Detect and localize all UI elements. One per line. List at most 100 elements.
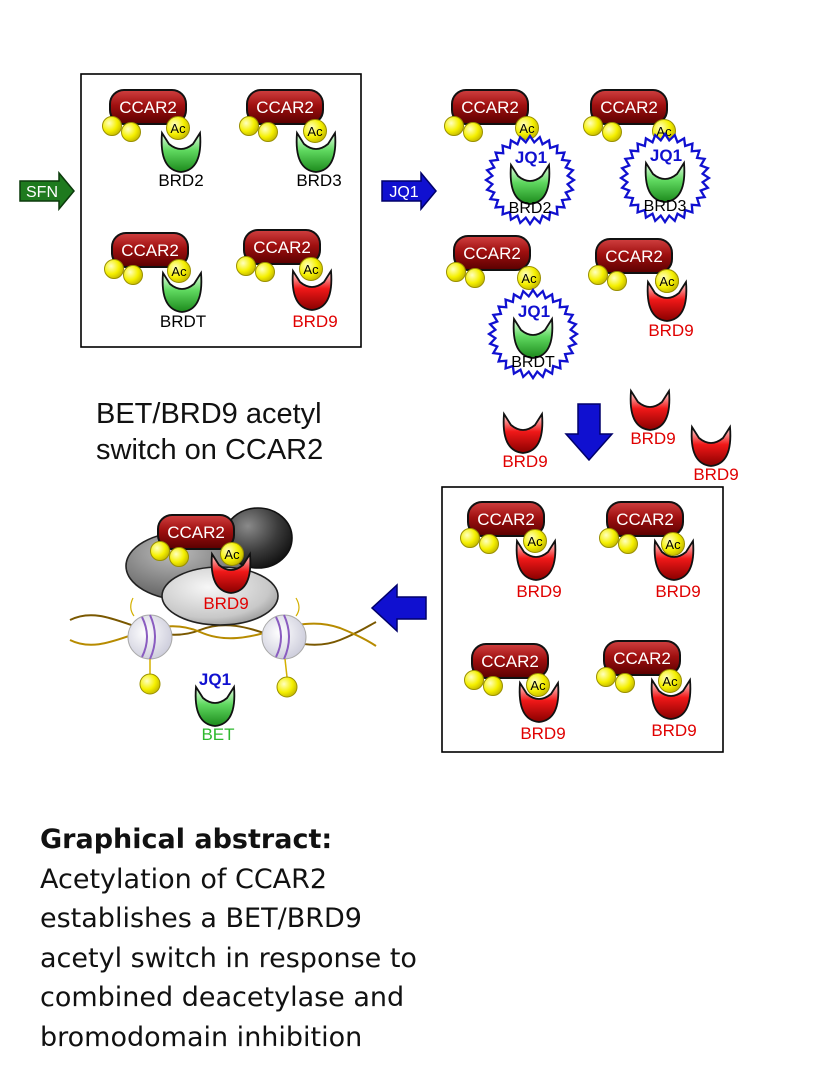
panel-brd9-complexes <box>441 486 724 753</box>
jq1-arrow-label: JQ1 <box>389 184 418 201</box>
ccar2-label: CCAR2 <box>463 244 521 263</box>
ac-label: Ac <box>527 534 543 549</box>
ac-label: Ac <box>170 121 186 136</box>
ccar2-complex: CCAR2 <box>587 238 673 292</box>
ccar2-label: CCAR2 <box>600 98 658 117</box>
ccar2-complex: CCAR2 <box>598 501 684 555</box>
acetyl-ball <box>139 673 161 695</box>
ccar2-complex: CCAR2 <box>443 89 529 143</box>
brd9-label: BRD9 <box>516 582 561 601</box>
ccar2-complex: CCAR2 <box>595 640 681 694</box>
ccar2-complex: CCAR2 <box>459 501 545 555</box>
left-arrow <box>370 583 427 633</box>
brd9-bromodomain <box>690 426 732 467</box>
ccar2-complex: CCAR2 <box>149 514 235 568</box>
ccar2-label: CCAR2 <box>461 98 519 117</box>
caption-line: Acetylation of CCAR2 <box>40 863 328 895</box>
brd9-bromodomain <box>629 390 671 431</box>
brd9-label: BRD9 <box>630 429 675 448</box>
brd9-label: BRD9 <box>502 452 547 471</box>
bet-label: BRD2 <box>158 171 203 190</box>
bet-label: BRD3 <box>296 171 341 190</box>
caption-line: bromodomain inhibition <box>40 1021 363 1053</box>
brd9-label: BRD9 <box>203 594 248 613</box>
jq1-label: JQ1 <box>518 302 550 321</box>
ccar2-label: CCAR2 <box>477 510 535 529</box>
dna-strand <box>69 622 377 647</box>
bet-label: BRD3 <box>644 198 687 215</box>
diagram-title: BET/BRD9 acetyl switch on CCAR2 <box>96 396 323 468</box>
ccar2-complex: CCAR2 <box>445 235 531 289</box>
ccar2-label: CCAR2 <box>605 247 663 266</box>
panel-sfn-complexes <box>80 73 362 348</box>
ccar2-complex: CCAR2 <box>235 229 321 283</box>
title-line: BET/BRD9 acetyl <box>96 398 322 430</box>
brd9-bromodomain <box>502 413 544 454</box>
title-line: switch on CCAR2 <box>96 434 324 466</box>
brd9-label: BRD9 <box>655 582 700 601</box>
bet-label: BET <box>201 725 234 744</box>
nucleosome <box>127 614 173 660</box>
ac-label: Ac <box>171 264 187 279</box>
ccar2-complex: CCAR2 <box>101 89 187 143</box>
bet-label: BRDT <box>160 312 206 331</box>
ac-label: Ac <box>303 262 319 277</box>
caption-line: combined deacetylase and <box>40 982 405 1013</box>
ac-label: Ac <box>659 274 675 289</box>
bet-bromodomain <box>194 686 236 727</box>
free-brd9: BRD9 <box>502 413 548 471</box>
ccar2-label: CCAR2 <box>119 98 177 117</box>
caption: Graphical abstract: Acetylation of CCAR2… <box>40 820 417 1057</box>
ac-label: Ac <box>521 271 537 286</box>
jq1-label: JQ1 <box>650 146 682 165</box>
ac-label: Ac <box>530 678 546 693</box>
ccar2-label: CCAR2 <box>253 238 311 257</box>
bet-label: BRDT <box>511 354 555 371</box>
ac-label: Ac <box>662 674 678 689</box>
ccar2-label: CCAR2 <box>481 652 539 671</box>
ac-label: Ac <box>224 547 240 562</box>
ccar2-label: CCAR2 <box>167 523 225 542</box>
jq1-label: JQ1 <box>199 670 231 689</box>
ac-label: Ac <box>656 124 672 139</box>
ccar2-label: CCAR2 <box>121 241 179 260</box>
ccar2-complex: CCAR2 <box>582 89 668 143</box>
sfn-label: SFN <box>26 184 58 201</box>
ac-label: Ac <box>307 124 323 139</box>
sfn-arrow: SFN <box>19 170 75 212</box>
ccar2-label: CCAR2 <box>256 98 314 117</box>
ccar2-complex: CCAR2 <box>463 643 549 697</box>
ccar2-label: CCAR2 <box>613 649 671 668</box>
brd9-label: BRD9 <box>651 721 696 740</box>
brd9-label: BRD9 <box>520 724 565 743</box>
caption-line: establishes a BET/BRD9 <box>40 903 362 934</box>
nucleosome <box>261 614 307 660</box>
ac-label: Ac <box>665 537 681 552</box>
free-brd9: BRD9 <box>690 426 739 484</box>
acetyl-ball <box>276 676 298 698</box>
bet-label: BRD2 <box>509 200 552 217</box>
down-arrow <box>564 403 614 462</box>
ccar2-complex: CCAR2 <box>103 232 189 286</box>
brd9-label: BRD9 <box>292 312 337 331</box>
free-brd9: BRD9 <box>629 390 676 448</box>
caption-line: acetyl switch in response to <box>40 942 417 974</box>
